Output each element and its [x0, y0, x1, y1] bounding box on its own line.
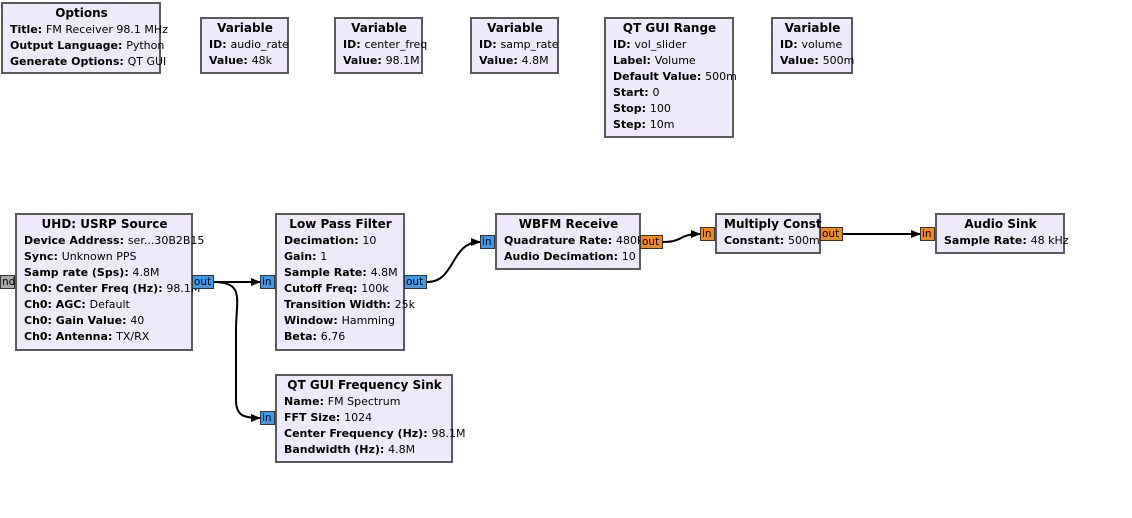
multiply-in-port[interactable]: in [700, 227, 715, 241]
block-param: Value48k [209, 53, 281, 69]
block-param: Ch0: Gain Value40 [24, 313, 185, 329]
block-param: IDsamp_rate [479, 37, 558, 53]
variable-audio-rate-block[interactable]: Variable IDaudio_rate Value48k [200, 17, 289, 74]
block-param: LabelVolume [613, 53, 726, 69]
block-param: Beta6.76 [284, 329, 397, 345]
qt-gui-range-block[interactable]: QT GUI Range IDvol_slider LabelVolume De… [604, 17, 737, 138]
variable-center-freq-block[interactable]: Variable IDcenter_freq Value98.1M [334, 17, 427, 74]
block-param: Step10m [613, 117, 726, 133]
options-block[interactable]: Options TitleFM Receiver 98.1 MHz Output… [1, 2, 168, 74]
block-title: Options [55, 6, 108, 20]
block-title: Variable [784, 21, 841, 35]
block-param: Value4.8M [479, 53, 551, 69]
block-title: Variable [487, 21, 543, 35]
block-param: Value98.1M [343, 53, 420, 69]
block-param: Generate OptionsQT GUI [10, 54, 166, 70]
block-param: Output LanguagePython [10, 38, 164, 54]
block-param: Cutoff Freq100k [284, 281, 397, 297]
wbfm-out-port[interactable]: out [640, 235, 663, 249]
freq-sink-in-port[interactable]: in [260, 411, 275, 425]
audio-sink-block[interactable]: Audio Sink Sample Rate48 kHz [935, 213, 1069, 254]
block-param: Device Addressser...30B2B15 [24, 233, 204, 249]
wire-usrp-to-freq-sink [213, 281, 261, 422]
block-title: UHD: USRP Source [41, 217, 168, 231]
usrp-source-block[interactable]: UHD: USRP Source Device Addressser...30B… [15, 213, 204, 351]
block-param: Sample Rate48 kHz [944, 233, 1069, 249]
block-param: Stop100 [613, 101, 726, 117]
block-param: IDaudio_rate [209, 37, 289, 53]
block-param: Quadrature Rate480k [504, 233, 643, 249]
block-param: Value500m [780, 53, 854, 69]
block-param: IDvol_slider [613, 37, 726, 53]
block-param: Sample Rate4.8M [284, 265, 398, 281]
block-param: Constant500m [724, 233, 820, 249]
block-param: IDcenter_freq [343, 37, 427, 53]
usrp-command-in-port[interactable]: nd [0, 275, 16, 289]
block-title: Audio Sink [964, 217, 1037, 231]
wire-wbfm-to-mult [662, 230, 701, 243]
low-pass-filter-block[interactable]: Low Pass Filter Decimation10 Gain1 Sampl… [275, 213, 415, 351]
usrp-out-port[interactable]: out [192, 275, 214, 289]
block-param: Ch0: AGCDefault [24, 297, 185, 313]
block-param: Audio Decimation10 [504, 249, 636, 265]
block-title: Low Pass Filter [289, 217, 392, 231]
variable-samp-rate-block[interactable]: Variable IDsamp_rate Value4.8M [470, 17, 559, 74]
block-title: Variable [217, 21, 273, 35]
block-title: QT GUI Range [622, 21, 717, 35]
block-param: Start0 [613, 85, 726, 101]
variable-volume-block[interactable]: Variable IDvolume Value500m [771, 17, 854, 74]
block-param: Transition Width25k [284, 297, 415, 313]
block-param: IDvolume [780, 37, 845, 53]
wire-lpf-to-wbfm [426, 238, 481, 283]
block-param: Default Value500m [613, 69, 737, 85]
block-param: Center Frequency (Hz)98.1M [284, 426, 465, 442]
block-param: TitleFM Receiver 98.1 MHz [10, 22, 168, 38]
block-param: Ch0: Center Freq (Hz)98.1M [24, 281, 200, 297]
lpf-out-port[interactable]: out [404, 275, 427, 289]
multiply-out-port[interactable]: out [820, 227, 843, 241]
wbfm-receive-block[interactable]: WBFM Receive Quadrature Rate480k Audio D… [495, 213, 643, 270]
multiply-const-block[interactable]: Multiply Const Constant500m [715, 213, 822, 254]
block-param: Decimation10 [284, 233, 397, 249]
lpf-in-port[interactable]: in [260, 275, 275, 289]
block-param: SyncUnknown PPS [24, 249, 185, 265]
block-title: QT GUI Frequency Sink [287, 378, 442, 392]
block-param: Gain1 [284, 249, 397, 265]
block-param: Ch0: AntennaTX/RX [24, 329, 185, 345]
audio-sink-in-port[interactable]: in [920, 227, 935, 241]
block-param: Samp rate (Sps)4.8M [24, 265, 185, 281]
wbfm-in-port[interactable]: in [480, 235, 495, 249]
block-param: FFT Size1024 [284, 410, 445, 426]
block-param: WindowHamming [284, 313, 397, 329]
block-param: NameFM Spectrum [284, 394, 445, 410]
block-title: Multiply Const [724, 217, 822, 231]
block-title: Variable [351, 21, 407, 35]
qt-gui-frequency-sink-block[interactable]: QT GUI Frequency Sink NameFM Spectrum FF… [275, 374, 465, 463]
block-param: Bandwidth (Hz)4.8M [284, 442, 445, 458]
block-title: WBFM Receive [518, 217, 619, 231]
